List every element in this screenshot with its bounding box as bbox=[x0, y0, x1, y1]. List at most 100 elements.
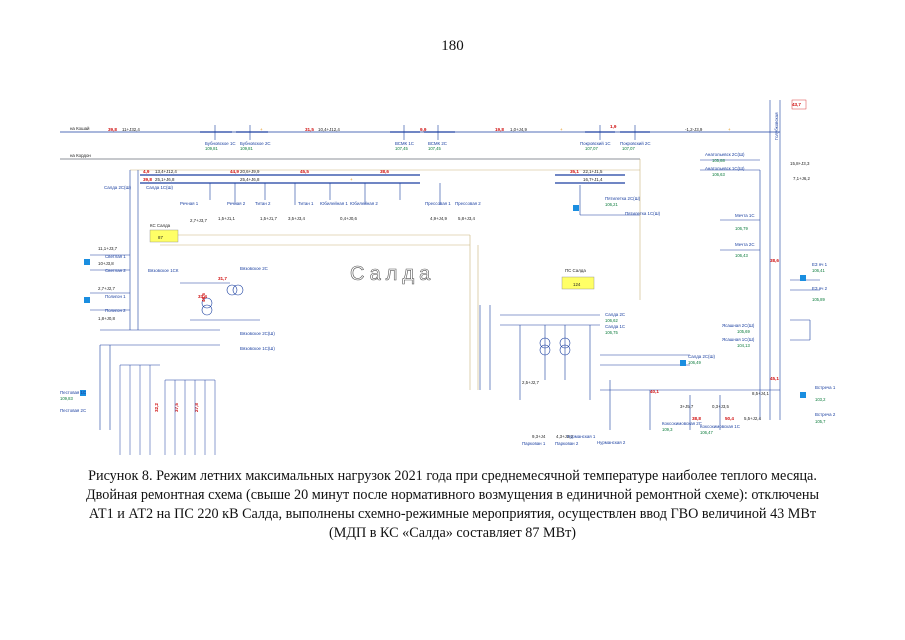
flow-value: 2,7+J3,7 bbox=[190, 218, 208, 223]
flow-value: 8,5+J4,1 bbox=[752, 391, 770, 396]
flow-value: 3+J5,7 bbox=[680, 404, 694, 409]
top-right-marker bbox=[791, 99, 807, 110]
kc-salda-value: 87 bbox=[158, 235, 163, 240]
red-value: 19,8 bbox=[495, 127, 504, 132]
red-value: 43,7 bbox=[792, 102, 801, 107]
substation-label: Салда 1С(Ш) bbox=[146, 185, 174, 190]
red-value: 32,2 bbox=[154, 403, 159, 412]
substation-label: Титан 1 bbox=[298, 201, 314, 206]
flow-value: 2,7+J2,7 bbox=[98, 286, 116, 291]
red-value: 38,8 bbox=[692, 416, 701, 421]
voltage-value: 109,83 bbox=[60, 396, 73, 401]
substation-label: Пятилетка 1С(Ш) bbox=[625, 211, 661, 216]
flow-value: 9,3+J4 bbox=[532, 434, 546, 439]
substation-label: Прессовая 1 bbox=[425, 201, 451, 206]
substation-label: Салда 2С(Ш) bbox=[688, 354, 716, 359]
voltage-value: 109,81 bbox=[205, 146, 218, 151]
red-value: 40,1 bbox=[650, 389, 659, 394]
substation-label: Паркован 1 bbox=[522, 441, 546, 446]
substation-label: Речная 2 bbox=[227, 201, 246, 206]
substation-label: Пестовая 2С bbox=[60, 408, 86, 413]
red-value: 33,4 bbox=[198, 294, 207, 299]
line-label-koshai: на Кошай bbox=[70, 126, 90, 131]
voltage-value: 106,47 bbox=[700, 430, 713, 435]
voltage-value: 106,62 bbox=[605, 318, 618, 323]
voltage-value: 109,81 bbox=[240, 146, 253, 151]
ps-salda-label: ПС Салда bbox=[565, 268, 586, 273]
voltage-value: 106,79 bbox=[735, 226, 748, 231]
flow-value: 25,4+J6,8 bbox=[240, 177, 260, 182]
voltage-value: 107,07 bbox=[585, 146, 598, 151]
center-transformers bbox=[479, 305, 600, 400]
substation-label: Покровский 1С bbox=[580, 141, 611, 146]
substation-label: Пестовая 1С bbox=[60, 390, 86, 395]
red-value: 44,9 bbox=[230, 169, 239, 174]
flow-value: 2,5+J2,7 bbox=[522, 380, 540, 385]
flow-value: 3,5+J3,4 bbox=[288, 216, 306, 221]
substation-label: Нурманская 2 bbox=[597, 440, 626, 445]
voltage-value: 104,13 bbox=[737, 343, 750, 348]
vyazovskoe-substation bbox=[180, 282, 260, 321]
red-value: 9,9 bbox=[420, 127, 427, 132]
flow-value: 5,8+J3,4 bbox=[458, 216, 476, 221]
flow-value: 4,9+J4,9 bbox=[430, 216, 448, 221]
substation-label: Мечта 2С bbox=[735, 242, 755, 247]
voltage-value: 105,7 bbox=[815, 419, 826, 424]
substation-label: ЕЗ яч 2 bbox=[812, 286, 828, 291]
flow-value: 10+J3,8 bbox=[98, 261, 114, 266]
substation-label: Вязовское 2С(Ш) bbox=[240, 331, 275, 336]
bottom-left-feeders bbox=[119, 364, 216, 455]
flow-value: 15,8+J3,3 bbox=[790, 161, 810, 166]
substation-label: Салда 1С bbox=[605, 324, 625, 329]
red-value: 27,8 bbox=[194, 403, 199, 412]
substation-label: Полигон 1 bbox=[105, 294, 126, 299]
svg-text:+: + bbox=[560, 127, 563, 132]
figure-caption: Рисунок 8. Режим летних максимальных наг… bbox=[55, 467, 850, 543]
red-value: 4,9 bbox=[143, 169, 150, 174]
substation-label: Анатольевск 2С(Ш) bbox=[705, 152, 745, 157]
red-value: 1,9 bbox=[610, 124, 617, 129]
flow-value: 4,3+J3,2 bbox=[556, 434, 574, 439]
flow-value: 16,7+J1,4 bbox=[583, 177, 603, 182]
voltage-value: 105,89 bbox=[812, 297, 825, 302]
red-value: 50,4 bbox=[725, 416, 734, 421]
substation-label: Вязовское 2С bbox=[240, 266, 268, 271]
flow-value: 20,6+J9,9 bbox=[240, 169, 260, 174]
red-value: 37,5 bbox=[174, 403, 179, 412]
substation-label: Мечта 1С bbox=[735, 213, 755, 218]
substation-label: Нурманская 1 bbox=[567, 434, 596, 439]
middle-buses bbox=[140, 174, 625, 184]
voltage-value: 106,41 bbox=[812, 268, 825, 273]
flow-value: 11+J32,4 bbox=[122, 127, 140, 132]
voltage-value: 105,88 bbox=[712, 158, 725, 163]
flow-value: 5,5+J2,4 bbox=[744, 416, 762, 421]
substation-label: Вязовское 1СК bbox=[148, 268, 179, 273]
flow-value: 11,1+J3,7 bbox=[98, 246, 118, 251]
substation-label: Юбилейная 2 bbox=[350, 201, 378, 206]
left-nodes bbox=[80, 259, 90, 396]
substation-label: Полигон 2 bbox=[105, 308, 126, 313]
red-value: 31,5 bbox=[305, 127, 314, 132]
page-number: 180 bbox=[441, 38, 464, 54]
voltage-value: 107,45 bbox=[395, 146, 408, 151]
substation-label: ВСМК 1С bbox=[395, 141, 414, 146]
substation-label: Салда 2С bbox=[605, 312, 625, 317]
flow-value: 1,5+J1,7 bbox=[260, 216, 278, 221]
flow-value: 1,0+J4,9 bbox=[510, 127, 528, 132]
flow-value: 10,4+J12,4 bbox=[318, 127, 340, 132]
substation-label: Встреча 2 bbox=[815, 412, 836, 417]
red-value: 35,1 bbox=[570, 169, 579, 174]
red-value: 45,5 bbox=[300, 169, 309, 174]
substation-label: Паркован 2 bbox=[555, 441, 579, 446]
voltage-value: 106,43 bbox=[735, 253, 748, 258]
voltage-value: 106,63 bbox=[712, 172, 725, 177]
flow-value: 0,3+J3,5 bbox=[712, 404, 730, 409]
caption-line: Рисунок 8. Режим летних максимальных наг… bbox=[88, 468, 817, 484]
voltage-value: 107,45 bbox=[428, 146, 441, 151]
voltage-value: 105,69 bbox=[737, 329, 750, 334]
flow-value: 7,1+J6,2 bbox=[793, 176, 811, 181]
substation-label: Бубновское 1С bbox=[205, 141, 236, 146]
voltage-value: 106,49 bbox=[688, 360, 701, 365]
substation-label: Вязовское 1С(Ш) bbox=[240, 346, 275, 351]
red-value: 45,1 bbox=[770, 376, 779, 381]
